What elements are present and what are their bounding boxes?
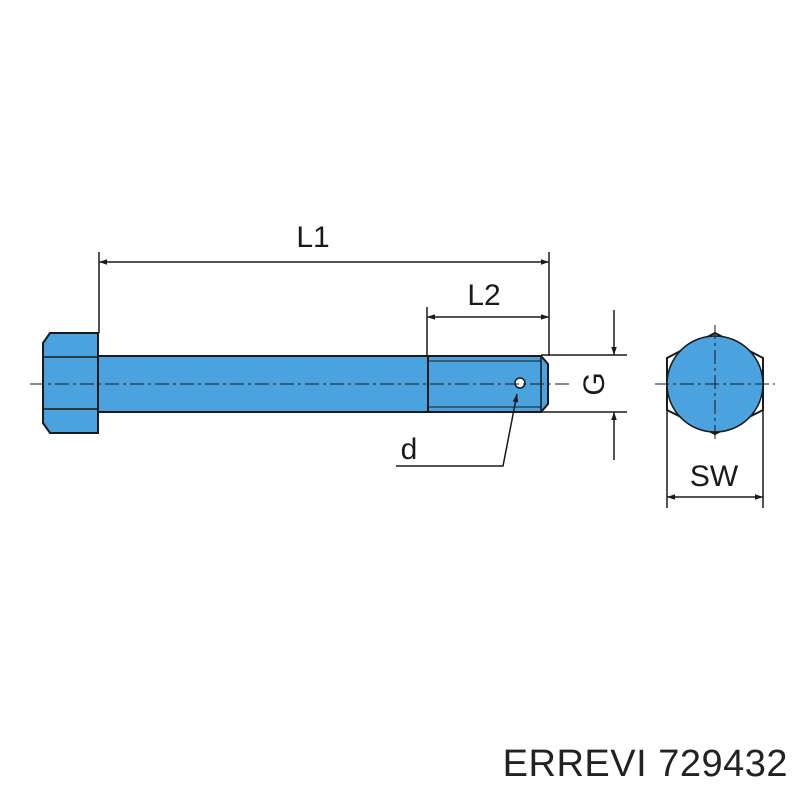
d-leader-line: [396, 393, 519, 467]
cross-hole: [514, 377, 526, 389]
dimension-l2: L2: [426, 279, 549, 356]
part-number-caption: ERREVI 729432: [502, 743, 788, 785]
l1-label: L1: [296, 221, 329, 254]
bolt-head: [42, 332, 99, 434]
bolt-side-view: [30, 332, 570, 434]
l2-label: L2: [467, 279, 500, 312]
dimension-l1: L1: [98, 221, 550, 356]
hex-end-view: [655, 325, 775, 443]
dimension-sw: SW: [666, 410, 764, 508]
sw-label: SW: [690, 460, 739, 493]
dimension-d: d: [396, 393, 519, 467]
d-label: d: [401, 433, 418, 466]
dimension-g: G: [541, 310, 627, 460]
g-label: G: [578, 372, 611, 395]
